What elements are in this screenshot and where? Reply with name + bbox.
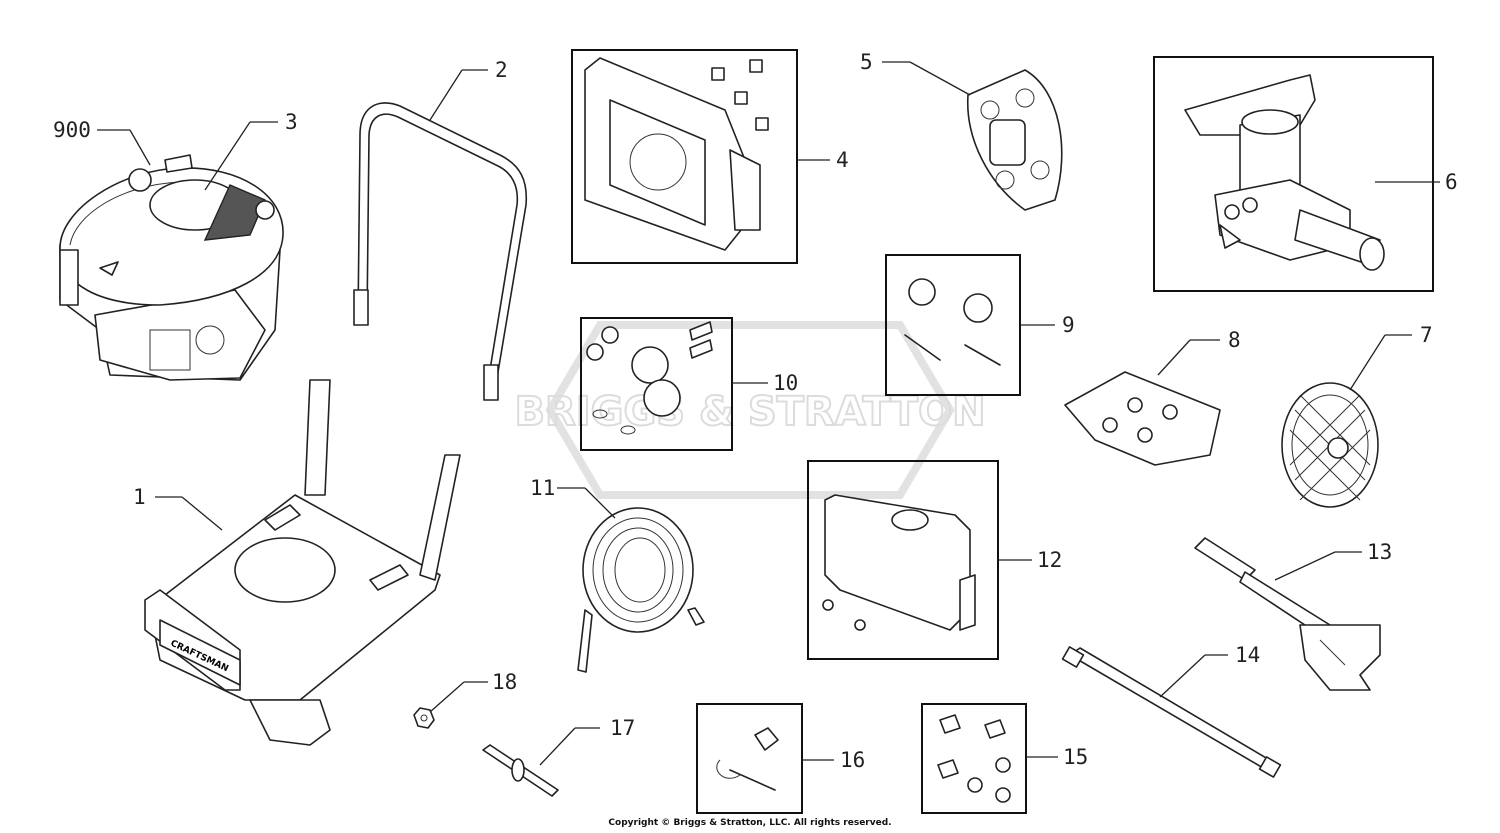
part-wand[interactable] <box>1061 646 1282 778</box>
callout-15: 15 <box>1063 745 1088 769</box>
part-frame[interactable]: CRAFTSMAN <box>144 379 461 746</box>
part-bolt-kit[interactable] <box>937 714 1011 803</box>
callout-900: 900 <box>53 118 91 142</box>
brand-watermark: BRIGGS & STRATTON <box>513 321 987 499</box>
callout-10: 10 <box>773 371 798 395</box>
part-nozzle-kit[interactable] <box>1064 371 1221 466</box>
leader-17b <box>539 727 576 766</box>
leader-18b <box>429 681 465 713</box>
leader-7b <box>1349 334 1386 391</box>
part-handle[interactable] <box>353 102 528 401</box>
leader-11b <box>584 487 616 519</box>
callout-9: 9 <box>1062 313 1075 337</box>
callout-5: 5 <box>860 50 873 74</box>
copyright-notice: Copyright © Briggs & Stratton, LLC. All … <box>608 818 892 828</box>
part-axle[interactable] <box>482 744 559 797</box>
part-nut[interactable] <box>413 707 435 729</box>
box-9 <box>885 254 1021 396</box>
callout-11: 11 <box>530 476 555 500</box>
box-15 <box>921 703 1027 814</box>
part-pump[interactable] <box>1184 74 1385 271</box>
part-hose[interactable] <box>577 507 705 673</box>
callout-13: 13 <box>1367 540 1392 564</box>
box-10 <box>580 317 733 451</box>
callout-4: 4 <box>836 148 849 172</box>
callout-12: 12 <box>1037 548 1062 572</box>
callout-3: 3 <box>285 110 298 134</box>
part-panel[interactable] <box>584 57 769 251</box>
part-knob-kit[interactable] <box>904 278 1001 366</box>
box-6 <box>1153 56 1434 292</box>
callout-7: 7 <box>1420 323 1433 347</box>
callout-14: 14 <box>1235 643 1260 667</box>
leader-13b <box>1274 551 1336 581</box>
box-16 <box>696 703 803 814</box>
part-pin-kit[interactable] <box>716 727 779 791</box>
part-wheel-hardware[interactable] <box>586 321 713 435</box>
part-hose-hanger[interactable] <box>967 69 1063 211</box>
leader-5b <box>909 61 971 96</box>
box-4 <box>571 49 798 264</box>
callout-16: 16 <box>840 748 865 772</box>
callout-6: 6 <box>1445 170 1458 194</box>
callout-17: 17 <box>610 716 635 740</box>
leader-1b <box>181 496 223 531</box>
part-wheel[interactable] <box>1281 382 1379 508</box>
leader-900b <box>129 129 151 166</box>
leader-8b <box>1157 339 1191 376</box>
leader-2b <box>429 69 463 121</box>
part-fuel-tank[interactable] <box>822 494 976 631</box>
callout-8: 8 <box>1228 328 1241 352</box>
leader-14b <box>1159 654 1206 698</box>
callout-1: 1 <box>133 485 146 509</box>
part-spray-gun[interactable] <box>1194 537 1381 691</box>
part-engine[interactable] <box>59 154 284 381</box>
callout-2: 2 <box>495 58 508 82</box>
callout-18: 18 <box>492 670 517 694</box>
leader-3b <box>204 121 251 191</box>
